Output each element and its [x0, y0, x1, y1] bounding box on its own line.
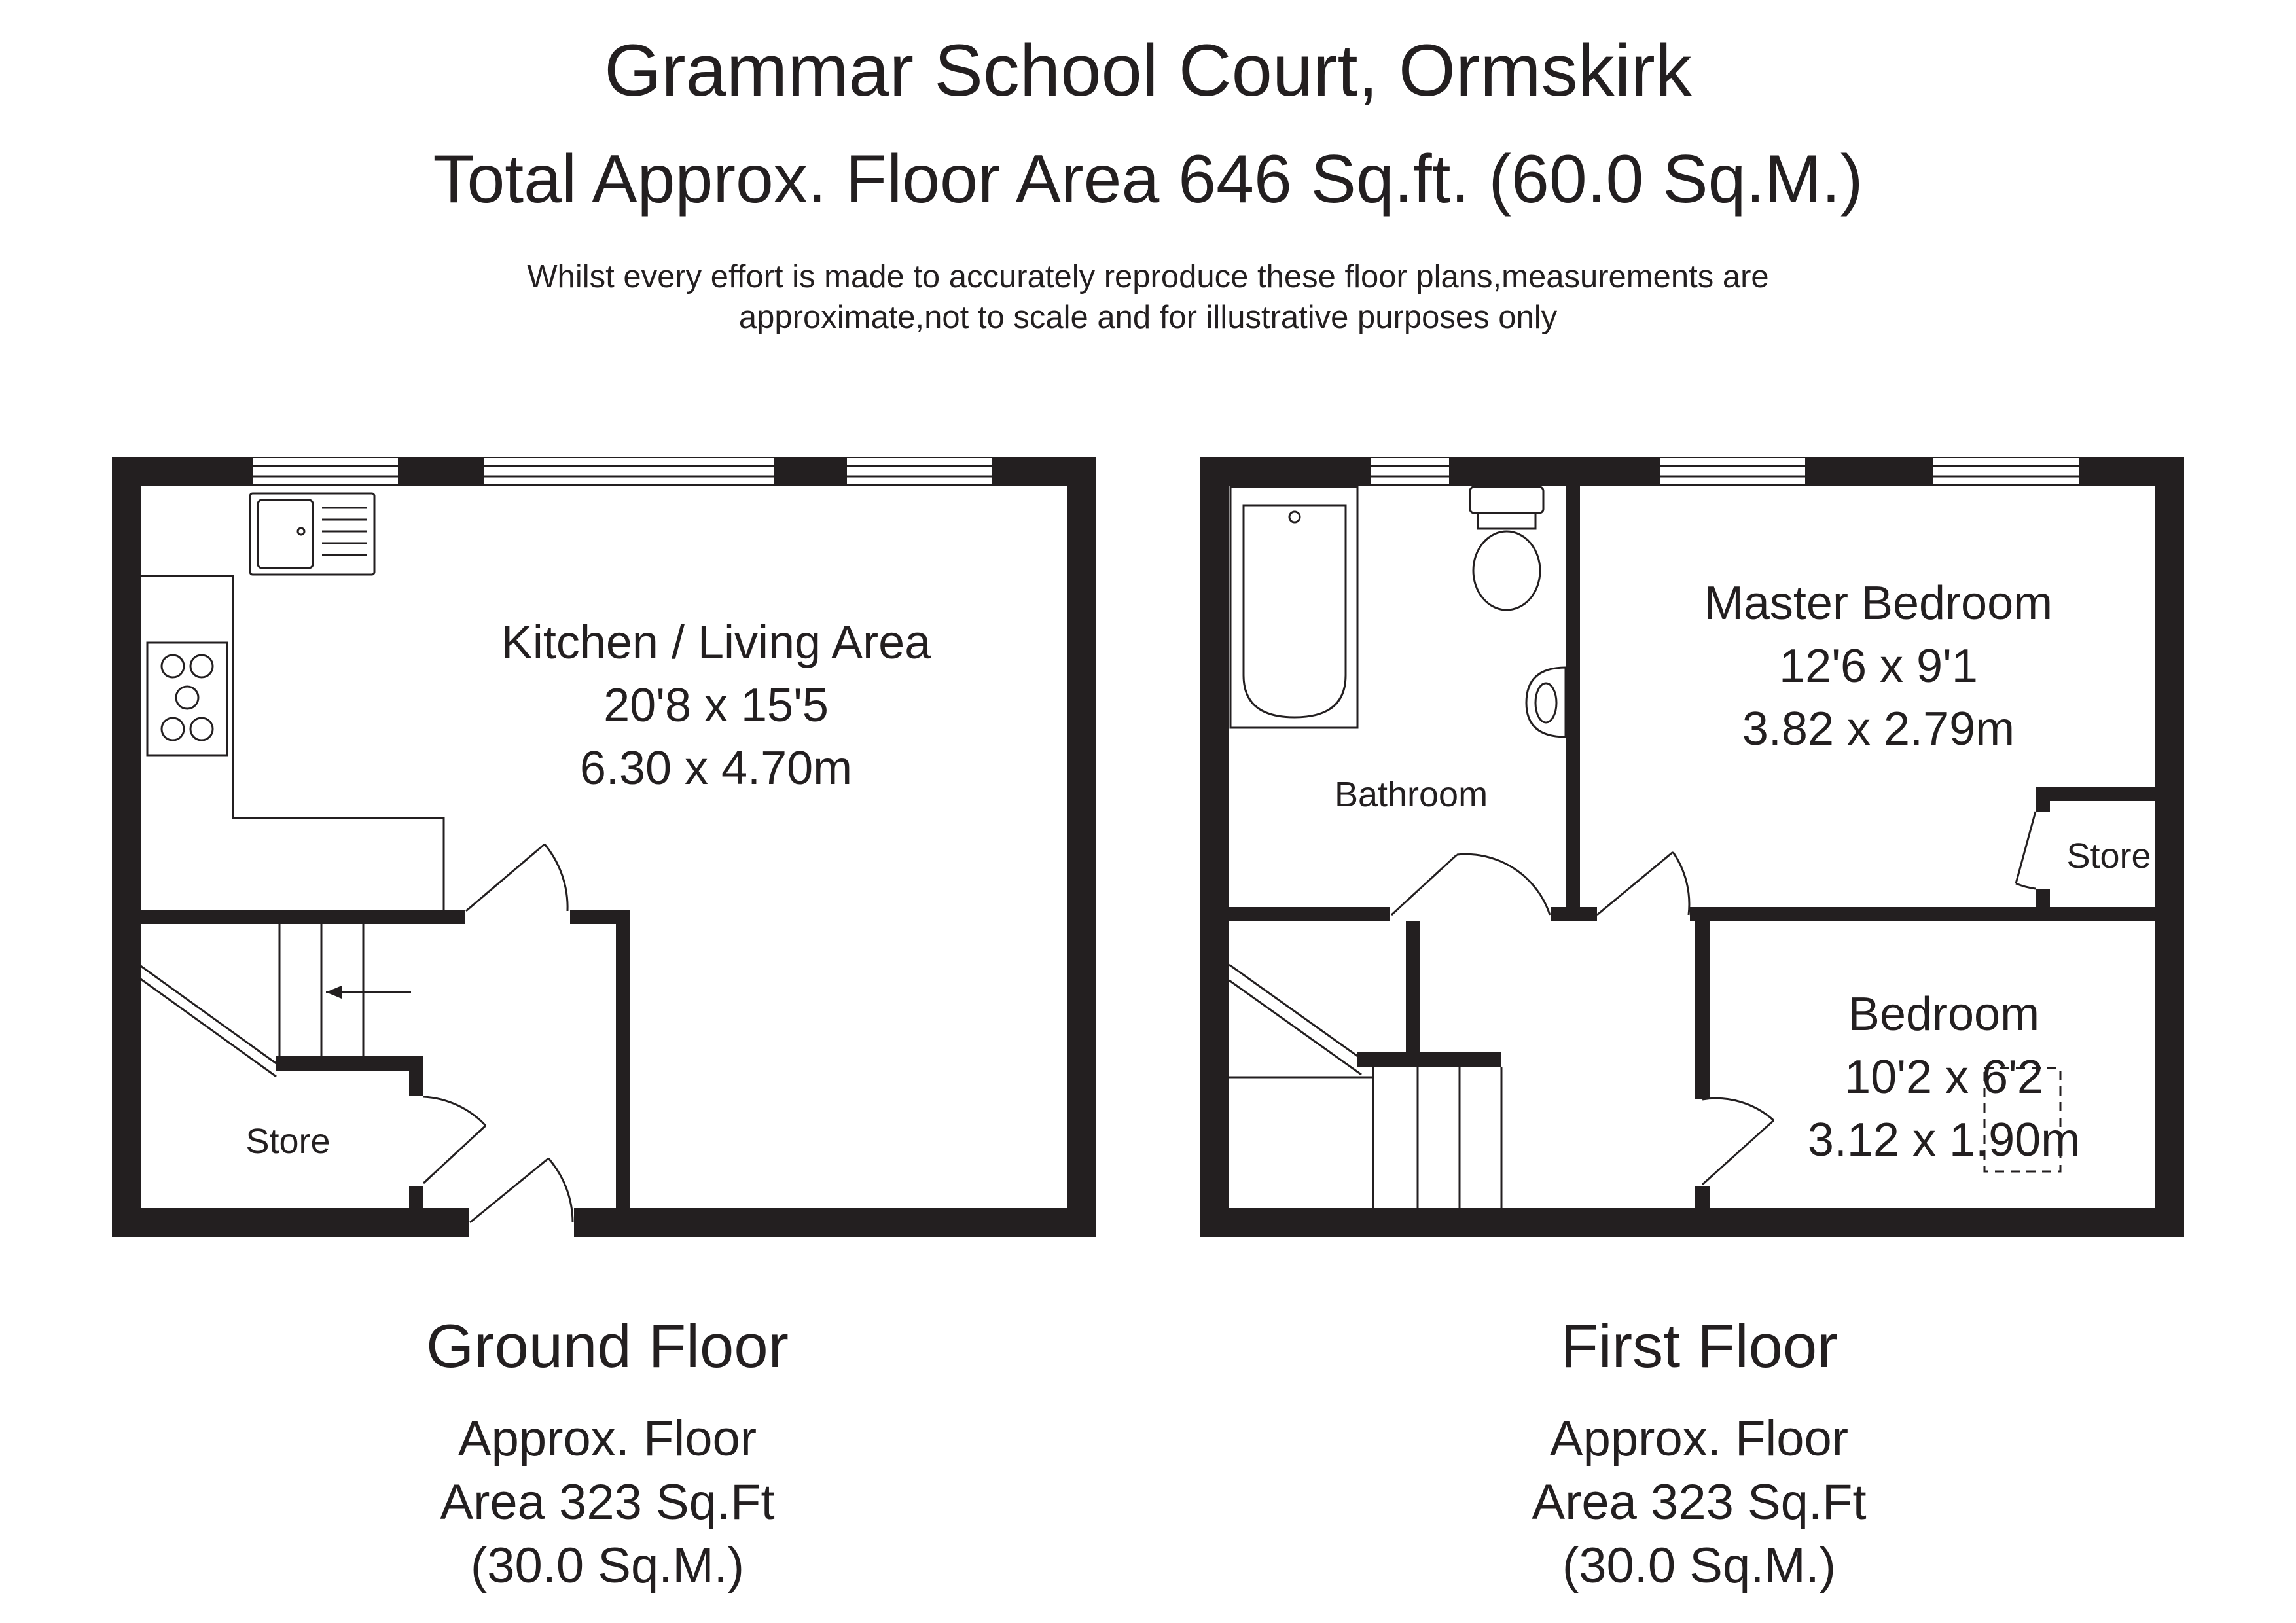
master-bedroom-name: Master Bedroom: [1704, 577, 2053, 630]
ground-internal-wall-stub: [570, 910, 630, 924]
kitchen-imperial: 20'8 x 15'5: [603, 679, 829, 732]
bathroom-south-wall: [1229, 907, 1390, 921]
basin-icon: [1525, 666, 1567, 738]
disclaimer-line-1: Whilst every effort is made to accuratel…: [527, 259, 1769, 294]
ground-south-wall-east: [574, 1208, 1096, 1237]
stair-enclosure-wall: [1406, 921, 1420, 1052]
first-west-wall: [1200, 457, 1229, 1237]
ground-store-wall-jamb-lower: [409, 1186, 423, 1209]
first-store-name: Store: [2066, 836, 2151, 876]
first-floor-area-line-1: Approx. Floor: [1549, 1411, 1849, 1467]
total-floor-area: Total Approx. Floor Area 646 Sq.ft. (60.…: [433, 141, 1863, 217]
stair-landing-wall: [1357, 1052, 1501, 1067]
loft-hatch: [1983, 1067, 2062, 1173]
kitchen-sink-icon: [249, 492, 376, 576]
ground-south-wall-west: [112, 1208, 469, 1237]
bathroom-master-partition: [1566, 486, 1580, 921]
first-east-wall: [2155, 457, 2184, 1237]
first-window-master-1: [1660, 458, 1805, 484]
ground-store-name: Store: [245, 1122, 330, 1161]
kitchen-name: Kitchen / Living Area: [501, 616, 931, 669]
first-floor-label: First Floor: [1560, 1311, 1838, 1380]
ground-floor-plan: [112, 457, 1096, 1237]
first-south-wall: [1200, 1208, 2184, 1237]
first-floor-area-line-3: (30.0 Sq.M.): [1562, 1538, 1837, 1594]
ground-store-door: [422, 1096, 487, 1185]
ground-window-1: [253, 458, 398, 484]
landing-wall-stub: [1551, 907, 1597, 921]
first-window-master-2: [1933, 458, 2079, 484]
first-floor-stairs: [1229, 963, 1503, 1208]
ground-window-3: [847, 458, 992, 484]
first-floor-area-line-2: Area 323 Sq.Ft: [1532, 1474, 1867, 1530]
kitchen-metric: 6.30 x 4.70m: [580, 742, 852, 794]
ground-internal-wall-vertical: [616, 910, 630, 1209]
first-floor-plan: [1200, 457, 2184, 1237]
master-bedroom-imperial: 12'6 x 9'1: [1779, 640, 1978, 692]
ground-interior-door: [465, 843, 569, 912]
ground-store-wall: [276, 1056, 423, 1071]
bedroom-imperial: 10'2 x 6'2: [1844, 1051, 2043, 1103]
first-window-bathroom: [1371, 458, 1449, 484]
toilet-icon: [1469, 486, 1545, 611]
bathroom-name: Bathroom: [1335, 775, 1488, 814]
plan-title: Grammar School Court, Ormskirk: [604, 29, 1692, 111]
ground-floor-area-line-2: Area 323 Sq.Ft: [440, 1474, 775, 1530]
ground-west-wall: [112, 457, 141, 1237]
store-jamb-lower: [2036, 889, 2050, 914]
store-door: [2015, 811, 2037, 890]
kitchen-worktop: [141, 575, 445, 910]
ground-floor-area-line-3: (30.0 Sq.M.): [470, 1538, 745, 1594]
master-bedroom-metric: 3.82 x 2.79m: [1742, 703, 2015, 755]
bedroom-metric: 3.12 x 1.90m: [1808, 1114, 2080, 1166]
store-jamb-upper: [2036, 787, 2050, 812]
store-north-wall: [2036, 787, 2155, 801]
ground-front-door: [469, 1157, 574, 1224]
bath-icon: [1229, 486, 1359, 729]
ground-internal-wall-horizontal: [141, 910, 465, 924]
bedroom-west-wall-jamb: [1695, 1186, 1710, 1209]
ground-store-wall-jamb: [409, 1056, 423, 1096]
disclaimer-line-2: approximate,not to scale and for illustr…: [738, 300, 1558, 335]
bedroom-door: [1701, 1097, 1775, 1186]
bedroom-north-wall: [1690, 907, 2155, 921]
ground-floor-label: Ground Floor: [426, 1311, 789, 1380]
master-bedroom-door: [1596, 851, 1691, 916]
ground-east-wall: [1067, 457, 1096, 1237]
kitchen-hob-icon: [146, 641, 228, 757]
bathroom-door: [1390, 853, 1551, 916]
bedroom-west-wall: [1695, 907, 1710, 1099]
ground-window-2: [484, 458, 774, 484]
bedroom-name: Bedroom: [1848, 988, 2039, 1041]
ground-floor-area-line-1: Approx. Floor: [457, 1411, 757, 1467]
ground-stairs: [140, 924, 411, 1078]
